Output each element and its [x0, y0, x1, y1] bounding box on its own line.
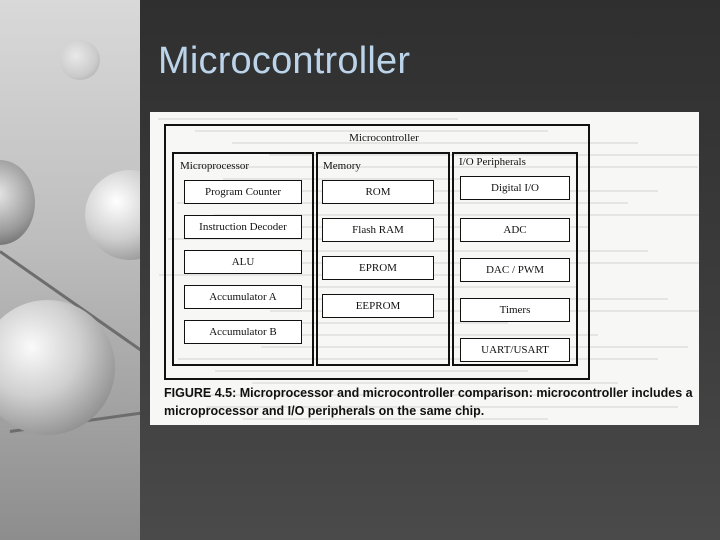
io-peripherals-box [452, 152, 578, 366]
show-through-stroke [206, 406, 678, 408]
show-through-stroke [196, 286, 578, 288]
io-peripherals-label: I/O Peripherals [459, 156, 526, 168]
show-through-stroke [269, 154, 699, 156]
accumulator-b-block: Accumulator B [184, 320, 302, 344]
show-through-stroke [252, 382, 618, 384]
timers-block: Timers [460, 298, 570, 322]
accumulator-a-block: Accumulator A [184, 285, 302, 309]
figure-image: Microcontroller Microprocessor Program C… [150, 112, 699, 425]
memory-label: Memory [323, 160, 361, 172]
sphere-decoration [85, 170, 140, 260]
show-through-stroke [232, 142, 638, 144]
decorative-spheres-background [0, 0, 140, 540]
rom-block: ROM [322, 180, 434, 204]
show-through-stroke [243, 418, 548, 420]
show-through-stroke [205, 250, 648, 252]
eprom-block: EPROM [322, 256, 434, 280]
sphere-decoration [60, 40, 100, 80]
show-through-stroke [233, 298, 668, 300]
show-through-stroke [169, 394, 588, 396]
sphere-decoration [0, 300, 115, 435]
memory-box [316, 152, 450, 366]
program-counter-block: Program Counter [184, 180, 302, 204]
show-through-stroke [158, 118, 458, 120]
dac-pwm-block: DAC / PWM [460, 258, 570, 282]
digital-io-block: Digital I/O [460, 176, 570, 200]
eeprom-block: EEPROM [322, 294, 434, 318]
show-through-stroke [186, 166, 698, 168]
figure-caption-label: FIGURE 4.5: [164, 386, 237, 400]
show-through-stroke [224, 334, 598, 336]
sphere-decoration [0, 160, 35, 245]
show-through-stroke [215, 370, 528, 372]
show-through-stroke [187, 322, 508, 324]
show-through-stroke [260, 190, 658, 192]
show-through-stroke [214, 214, 699, 216]
microcontroller-box [164, 124, 590, 380]
microcontroller-label: Microcontroller [349, 132, 419, 144]
uart-usart-block: UART/USART [460, 338, 570, 362]
show-through-stroke [195, 130, 548, 132]
figure-caption-text: Microprocessor and microcontroller compa… [164, 386, 693, 418]
adc-block: ADC [460, 218, 570, 242]
alu-block: ALU [184, 250, 302, 274]
show-through-stroke [178, 358, 658, 360]
show-through-stroke [223, 178, 568, 180]
figure-caption: FIGURE 4.5: Microprocessor and microcont… [164, 384, 694, 420]
microprocessor-label: Microprocessor [180, 160, 250, 172]
microprocessor-box [172, 152, 314, 366]
slide-title: Microcontroller [158, 40, 411, 82]
instruction-decoder-block: Instruction Decoder [184, 215, 302, 239]
flash-ram-block: Flash RAM [322, 218, 434, 242]
